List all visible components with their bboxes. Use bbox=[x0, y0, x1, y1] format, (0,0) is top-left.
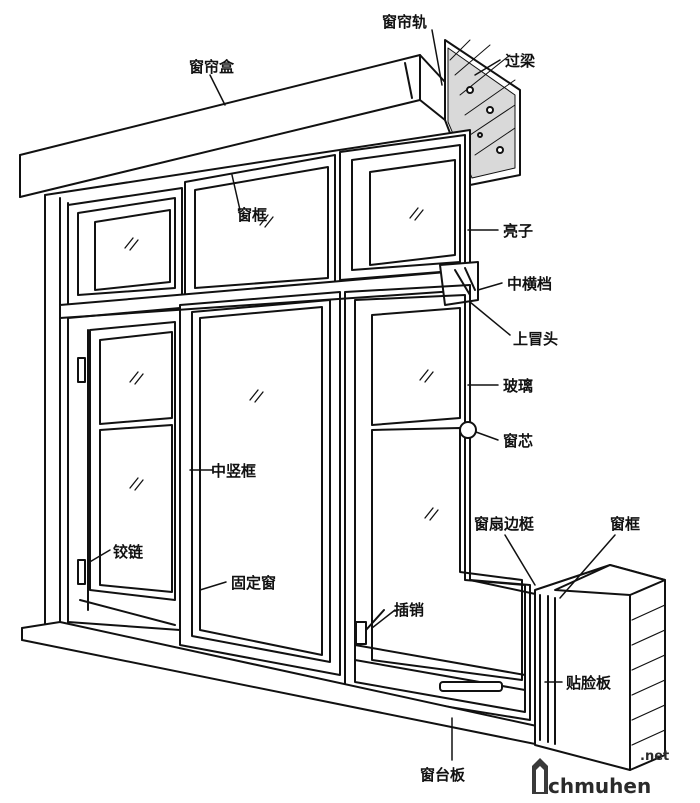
middle-transom bbox=[59, 261, 479, 319]
watermark-suffix: .net bbox=[640, 749, 670, 764]
glass-marks bbox=[124, 207, 439, 521]
label-curtain-box: 窗帘盒 bbox=[189, 58, 235, 76]
label-sash-stile: 窗扇边梃 bbox=[474, 515, 535, 533]
label-hinge: 铰链 bbox=[113, 543, 144, 561]
label-latch: 插销 bbox=[394, 601, 425, 619]
fixed-window bbox=[179, 291, 341, 676]
label-window-sill: 窗台板 bbox=[420, 766, 466, 784]
label-frame-top: 窗框 bbox=[237, 206, 268, 224]
watermark-site: chmuhen bbox=[548, 774, 652, 798]
label-facing-board: 贴脸板 bbox=[566, 674, 612, 692]
label-frame-right: 窗框 bbox=[610, 515, 641, 533]
muntin-knob bbox=[459, 421, 477, 439]
label-curtain-rail: 窗帘轨 bbox=[382, 13, 428, 31]
label-muntin: 窗芯 bbox=[503, 432, 534, 450]
opening-sash-left bbox=[67, 307, 181, 631]
latch-bolt bbox=[355, 609, 385, 645]
sill-handle bbox=[439, 681, 503, 692]
label-fixed-window: 固定窗 bbox=[231, 574, 277, 592]
label-middle-transom: 中横档 bbox=[507, 275, 553, 293]
label-transom-light: 亮子 bbox=[503, 222, 534, 240]
wall-pier bbox=[534, 564, 666, 771]
label-top-horn: 上冒头 bbox=[513, 330, 559, 348]
hinges bbox=[77, 357, 86, 585]
watermark-logo bbox=[532, 758, 548, 794]
leader-lines bbox=[87, 29, 616, 761]
curtain-box bbox=[19, 54, 446, 198]
label-lintel: 过梁 bbox=[505, 52, 536, 70]
label-middle-mullion: 中竖框 bbox=[211, 462, 257, 480]
label-glass: 玻璃 bbox=[503, 377, 534, 395]
